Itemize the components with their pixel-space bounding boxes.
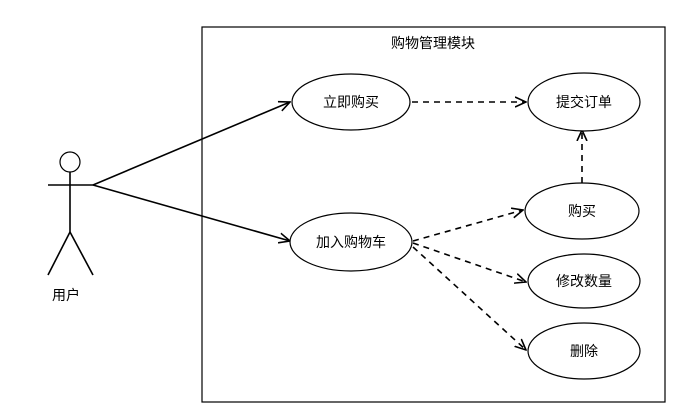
dependency-cart-delete (412, 246, 526, 350)
use-case-ellipse (291, 73, 411, 131)
use-case-delete: 删除 (527, 322, 641, 380)
use-case-ellipse (527, 322, 641, 380)
use-case-ellipse (527, 253, 641, 309)
actor-head (59, 151, 81, 173)
use-case-buy-now: 立即购买 (291, 73, 411, 131)
dependency-cart-purchase (412, 210, 523, 242)
use-case-add-to-cart: 加入购物车 (289, 212, 413, 272)
actor-left-leg (47, 231, 71, 276)
use-case-submit-order: 提交订单 (527, 72, 641, 132)
use-case-label: 修改数量 (556, 274, 612, 290)
use-case-modify-quantity: 修改数量 (527, 253, 641, 309)
use-case-ellipse (527, 72, 641, 132)
association-add-to-cart (92, 184, 290, 241)
use-case-purchase: 购买 (524, 182, 640, 240)
system-title: 购物管理模块 (391, 36, 475, 52)
use-case-label: 立即购买 (323, 95, 379, 111)
use-case-label: 加入购物车 (316, 234, 386, 251)
actor-user (47, 151, 94, 276)
use-case-ellipse (524, 182, 640, 240)
system-boundary (201, 26, 666, 403)
association-buy-now (92, 102, 290, 186)
use-case-label: 提交订单 (556, 94, 612, 111)
dependency-cart-modify-quantity (412, 242, 526, 282)
use-case-ellipse (289, 212, 413, 272)
use-case-label: 删除 (570, 344, 598, 360)
actor-right-leg (69, 231, 94, 276)
use-case-label: 购买 (568, 204, 596, 220)
actor-label: 用户 (52, 287, 80, 304)
